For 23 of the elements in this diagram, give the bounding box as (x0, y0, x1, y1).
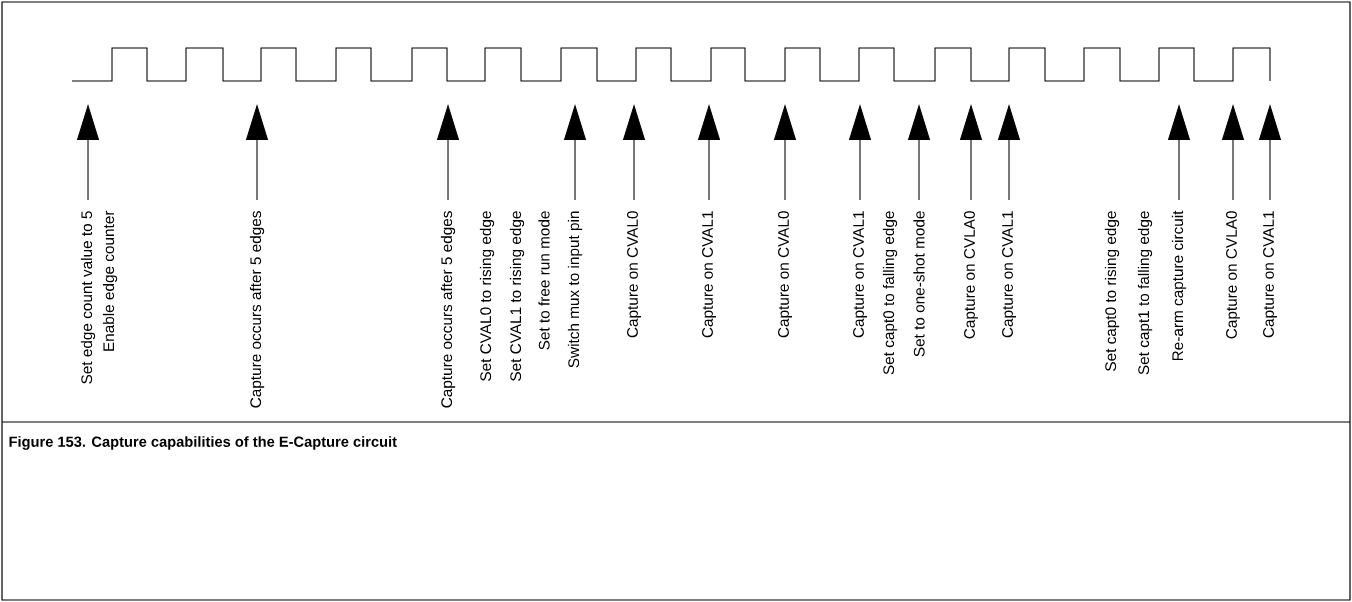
figure-caption: Figure 153. Capture capabilities of the E-Capture circuit (9, 436, 397, 450)
annotation-text: Switch mux to input pin (567, 211, 583, 368)
annotation-text: Capture on CVAL1 (1002, 211, 1016, 338)
annotation-text: Set CVAL1 to rising edge (509, 211, 525, 381)
annotation-text: Capture on CVLA0 (1226, 211, 1240, 339)
annotation-text: Capture occurs after 5 edges (440, 211, 456, 408)
annotation-text: Capture on CVAL1 (702, 211, 716, 338)
annotation-text: Set to free run mode (538, 211, 550, 350)
annotation-text: Capture on CVAL0 (778, 211, 792, 338)
annotation-text: Re-arm capture circuit (1171, 210, 1187, 361)
annotation-text: Capture occurs after 5 edges (249, 211, 265, 408)
annotation-text: Set CVAL0 to rising edge (479, 211, 495, 381)
annotation-text: Enable edge counter (102, 210, 118, 351)
annotation-text: Set edge count value to 5 (80, 211, 96, 384)
annotation-text: Set capt0 to rising edge (1104, 211, 1120, 371)
annotation-text: Set capt0 to falling edge (882, 211, 898, 375)
annotation-text: Capture on CVAL0 (627, 211, 641, 338)
annotation-text: Set to one-shot mode (913, 211, 925, 357)
waveform-drawing (71, 47, 1271, 82)
annotation-text: Set capt1 to falling edge (1137, 211, 1153, 375)
annotation-text: Capture on CVAL1 (853, 211, 867, 338)
annotation-text: Capture on CVAL1 (1263, 211, 1277, 338)
annotation-text: Capture on CVLA0 (964, 211, 978, 339)
